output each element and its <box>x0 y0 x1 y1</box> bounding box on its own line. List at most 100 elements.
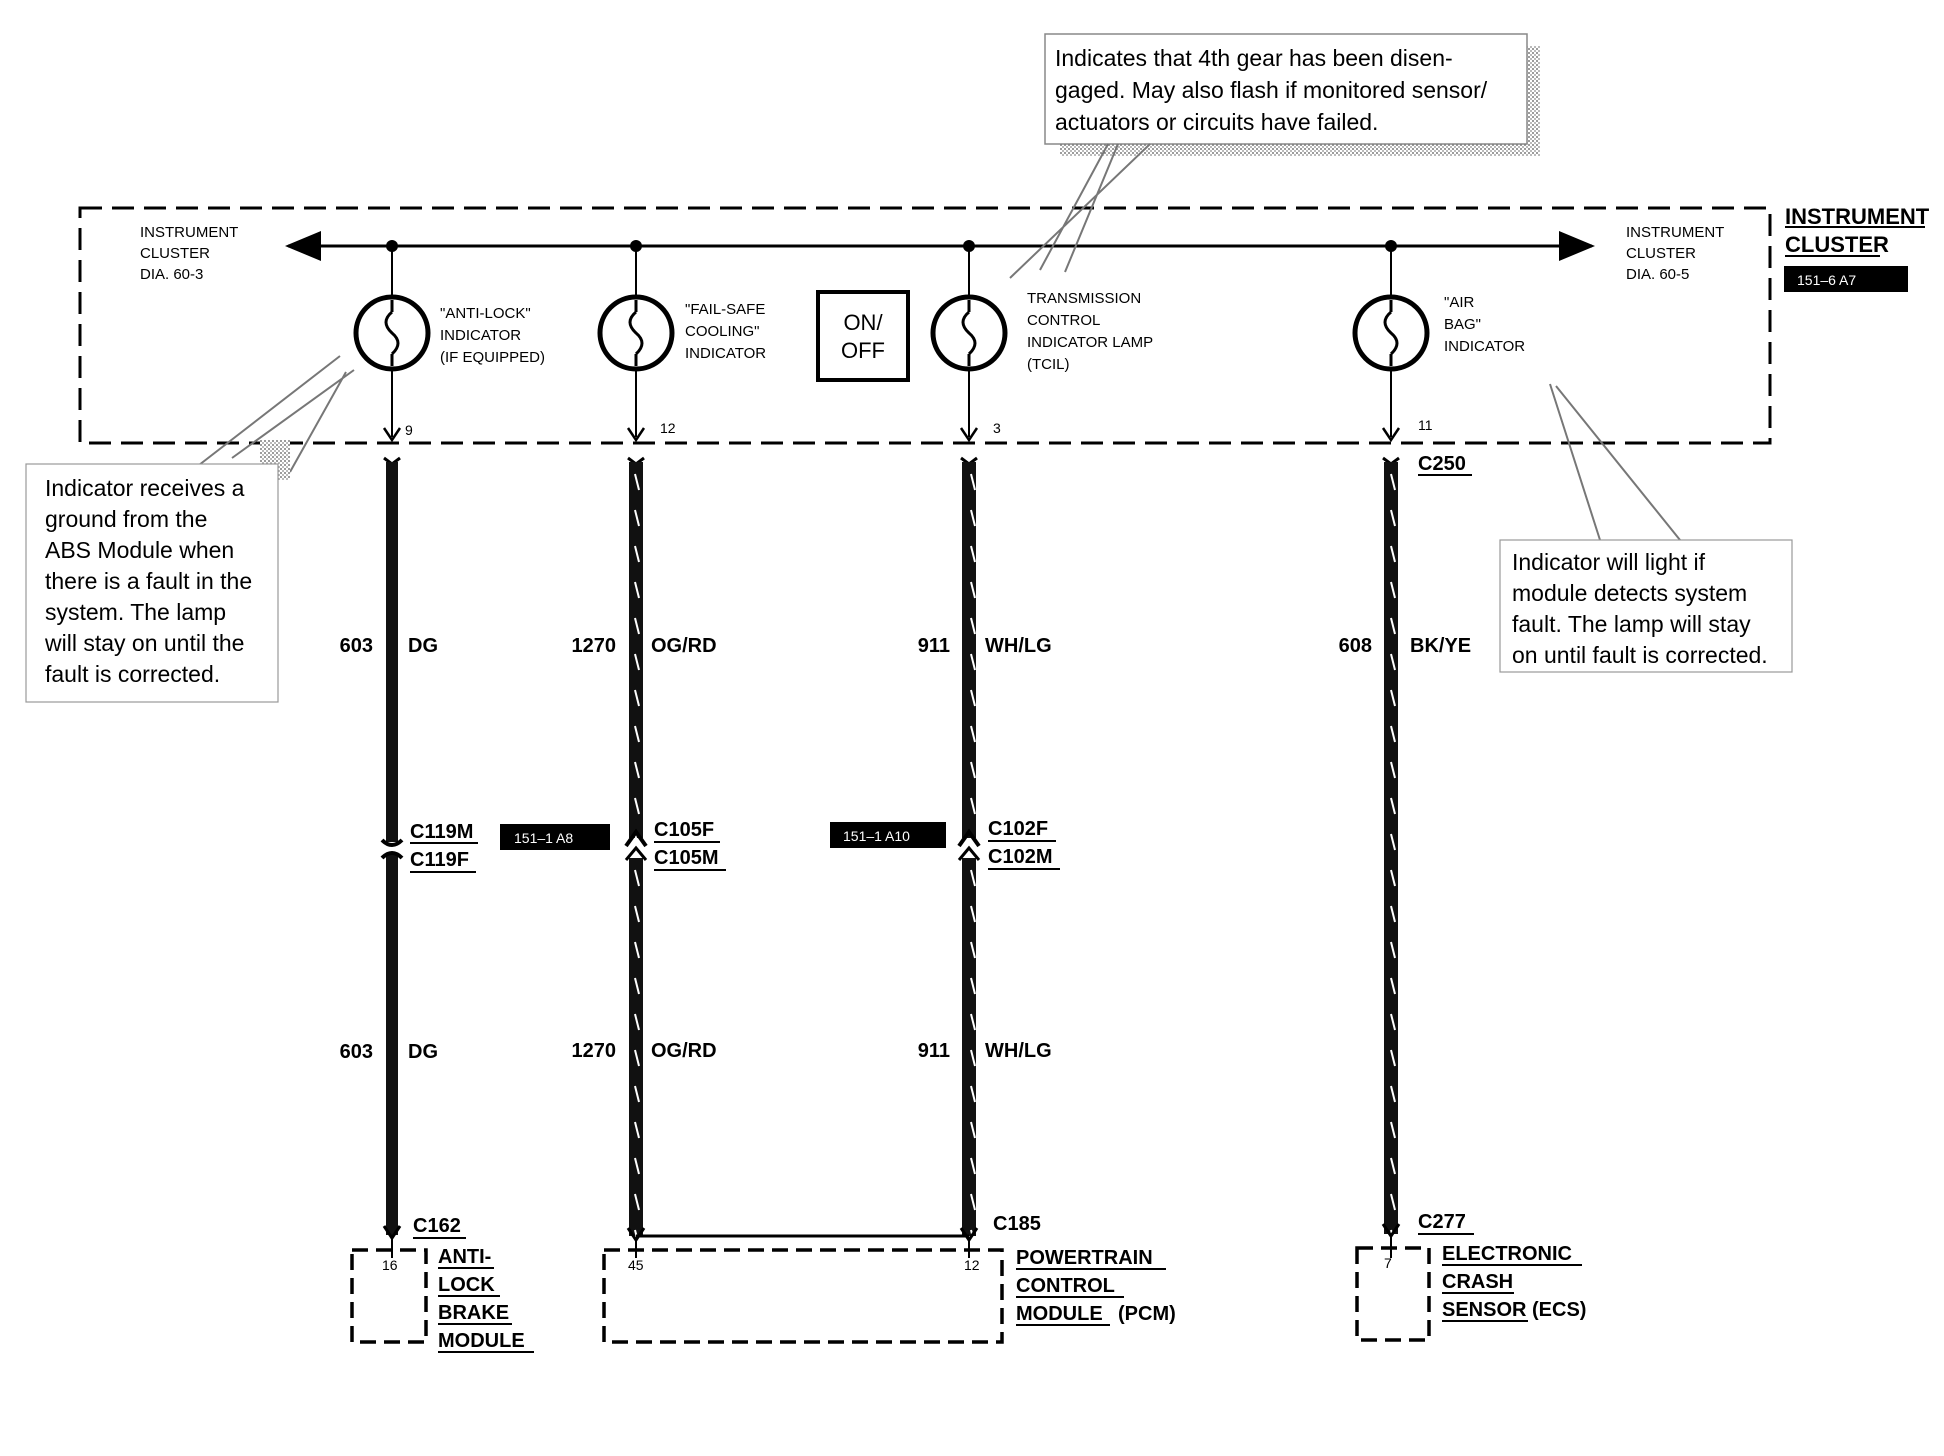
left-ref-line3: DIA. 60-3 <box>140 266 203 283</box>
connector-label: C250 <box>1418 453 1466 475</box>
note-line: actuators or circuits have failed. <box>1055 109 1378 135</box>
on-off-switch <box>816 290 910 382</box>
cluster-ref: 151–6 A7 <box>1797 272 1856 288</box>
module-connector: C185 <box>993 1213 1041 1235</box>
lamp-tcil-column: TRANSMISSION CONTROL INDICATOR LAMP (TCI… <box>930 240 1153 1236</box>
lamp-label-line: "ANTI-LOCK" <box>440 305 531 322</box>
module-name-line: CONTROL <box>1016 1275 1115 1297</box>
ref-badge <box>830 822 946 848</box>
module-box <box>350 1248 428 1344</box>
module-name-line: MODULE <box>438 1330 525 1352</box>
wire-608 <box>1384 462 1398 1234</box>
lamp-label-line: "AIR <box>1444 294 1474 311</box>
lamp-label-line: "FAIL-SAFE <box>685 301 765 318</box>
lamp-label-line: INDICATOR <box>440 327 521 344</box>
lamp-label-line: BAG" <box>1444 316 1481 333</box>
left-ref-line2: CLUSTER <box>140 245 210 262</box>
cluster-title-2: CLUSTER <box>1785 232 1889 257</box>
cluster-box <box>78 206 1772 445</box>
note-line: Indicator will light if <box>1512 549 1706 575</box>
inline-connector-bottom: C105M <box>654 847 718 869</box>
module-name-line: ELECTRONIC <box>1442 1243 1572 1265</box>
module-box <box>1355 1246 1431 1342</box>
module-name-line: (PCM) <box>1118 1303 1176 1325</box>
note-line: on until fault is corrected. <box>1512 642 1768 668</box>
module-box <box>602 1248 1004 1344</box>
pin-number: 16 <box>382 1257 398 1273</box>
note-line: system. The lamp <box>45 599 226 625</box>
wire-1270 <box>629 462 643 838</box>
note-line: Indicates that 4th gear has been disen- <box>1055 45 1453 71</box>
wire-603 <box>386 462 398 842</box>
on-off-label-1: ON/ <box>843 310 883 335</box>
callout-right: Indicator will light if module detects s… <box>1499 383 1793 673</box>
lamp-label-line: CONTROL <box>1027 312 1100 329</box>
wire-color-label: WH/LG <box>985 635 1052 657</box>
module-name-line: CRASH <box>1442 1271 1513 1293</box>
module-name-line: (ECS) <box>1532 1299 1586 1321</box>
note-line: fault. The lamp will stay <box>1512 611 1751 637</box>
inline-connector-top: C105F <box>654 819 714 841</box>
wire-circuit-label: 911 <box>918 1040 950 1062</box>
lamp-label-line: (IF EQUIPPED) <box>440 349 545 366</box>
pin-number: 9 <box>405 422 413 438</box>
lamp-air-bag-column: "AIR BAG" INDICATOR 11 C250 <box>1352 240 1525 1258</box>
inline-connector-top: C119M <box>410 821 473 843</box>
module-name-line: ANTI- <box>438 1246 491 1268</box>
wire-circuit-label: 1270 <box>572 1040 617 1062</box>
wire-color-label: DG <box>408 1041 438 1063</box>
right-ref-line2: CLUSTER <box>1626 245 1696 262</box>
inline-connector-bottom: C119F <box>410 849 469 871</box>
right-ref-line3: DIA. 60-5 <box>1626 266 1689 283</box>
pin-number: 3 <box>993 420 1001 436</box>
note-line: Indicator receives a <box>45 475 245 501</box>
pin-number: 45 <box>628 1257 644 1273</box>
wire-circuit-label: 911 <box>918 635 950 657</box>
wire-color-label: WH/LG <box>985 1040 1052 1062</box>
on-off-label-2: OFF <box>841 338 885 363</box>
lamp-label-line: INDICATOR <box>685 345 766 362</box>
callout-left: Indicator receives a ground from the ABS… <box>25 355 355 703</box>
module-ecs: C277 7 ELECTRONIC CRASH SENSOR (ECS) <box>1355 1211 1586 1342</box>
callout-top: Indicates that 4th gear has been disen- … <box>1009 33 1540 279</box>
ref-badge-text: 151–1 A8 <box>514 830 573 846</box>
inline-connector-top: C102F <box>988 818 1048 840</box>
wire-circuit-label: 603 <box>340 635 373 657</box>
module-name-line: SENSOR <box>1442 1299 1527 1321</box>
lamp-anti-lock-column: "ANTI-LOCK" INDICATOR (IF EQUIPPED) 9 <box>353 240 545 1258</box>
note-line: fault is corrected. <box>45 661 220 687</box>
wire-circuit-label: 603 <box>340 1041 373 1063</box>
lamp-fail-safe-column: "FAIL-SAFE COOLING" INDICATOR 12 <box>597 240 766 1236</box>
lamp-label-line: TRANSMISSION <box>1027 290 1141 307</box>
module-name-line: BRAKE <box>438 1302 509 1324</box>
pin-number: 11 <box>1418 417 1433 433</box>
note-line: there is a fault in the <box>45 568 252 594</box>
pin-number: 7 <box>1384 1255 1392 1271</box>
wire-911 <box>962 462 976 838</box>
wire-circuit-label: 608 <box>1339 635 1372 657</box>
inline-connector-bottom: C102M <box>988 846 1052 868</box>
lamp-label-line: INDICATOR LAMP <box>1027 334 1153 351</box>
wire-color-label: DG <box>408 635 438 657</box>
cluster-title: INSTRUMENT <box>1785 204 1930 229</box>
pin-number: 12 <box>660 420 676 436</box>
note-line: ground from the <box>45 506 207 532</box>
module-pcm: C185 45 12 POWERTRAIN CONTROL MODULE (PC… <box>602 1213 1176 1344</box>
ref-badge-text: 151–1 A10 <box>843 828 910 844</box>
ref-badge <box>500 824 610 850</box>
lamp-label-line: (TCIL) <box>1027 356 1070 373</box>
pin-number: 12 <box>964 1257 980 1273</box>
cluster-ref-badge <box>1784 266 1908 292</box>
note-line: module detects system <box>1512 580 1747 606</box>
note-line: gaged. May also flash if monitored senso… <box>1055 77 1488 103</box>
module-name-line: MODULE <box>1016 1303 1103 1325</box>
right-ref-line1: INSTRUMENT <box>1626 224 1724 241</box>
module-name-line: POWERTRAIN <box>1016 1247 1153 1269</box>
note-line: ABS Module when <box>45 537 234 563</box>
wire-color-label: BK/YE <box>1410 635 1471 657</box>
wire-color-label: OG/RD <box>651 635 717 657</box>
lamp-label-line: COOLING" <box>685 323 760 340</box>
module-name-line: LOCK <box>438 1274 495 1296</box>
lamp-label-line: INDICATOR <box>1444 338 1525 355</box>
